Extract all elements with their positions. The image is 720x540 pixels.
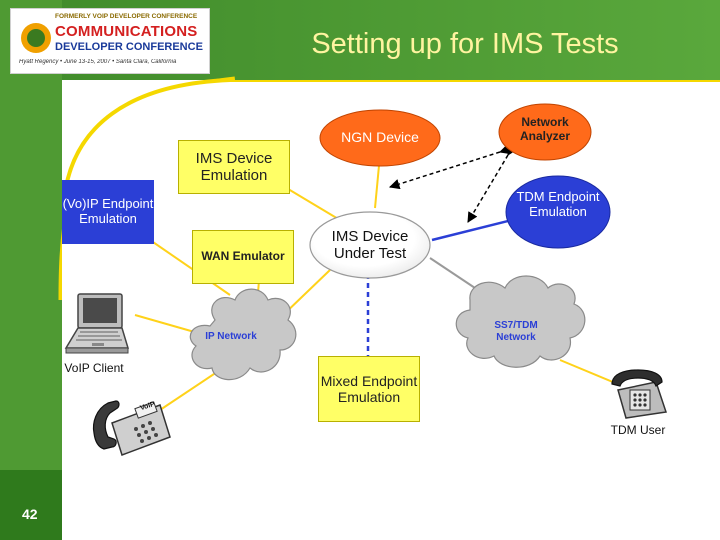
voip-endpoint-emulation-label: (Vo)IP Endpoint Emulation	[62, 196, 154, 226]
ims-device-emulation-box[interactable]: IMS Device Emulation	[178, 140, 290, 194]
ims-device-under-test-shape	[309, 211, 431, 279]
link-voip-emu-wan	[149, 239, 231, 296]
laptop-icon[interactable]	[62, 292, 132, 356]
voip-phone-icon[interactable]	[90, 393, 172, 459]
accent-curve-green	[62, 78, 231, 201]
logo-line1: COMMUNICATIONS	[55, 23, 198, 40]
ngn-device-label[interactable]: NGN Device	[341, 129, 419, 145]
tdm-endpoint-emulation-label[interactable]: TDM Endpoint Emulation	[516, 189, 600, 219]
analyzer-arrow-1	[388, 144, 511, 190]
tdm-user-label: TDM User	[610, 423, 666, 437]
page-number: 42	[22, 506, 38, 522]
link-ss7-tdm-user	[559, 359, 621, 386]
logo-line2: DEVELOPER CONFERENCE	[55, 41, 203, 53]
ss7-tdm-network-label: SS7/TDM Network	[494, 320, 538, 343]
footer-bar	[0, 470, 62, 540]
left-bar	[0, 0, 62, 540]
wan-emulator-label: WAN Emulator	[201, 249, 285, 264]
ip-network-cloud	[189, 288, 297, 381]
mixed-endpoint-emulation-box[interactable]: Mixed Endpoint Emulation	[318, 356, 420, 422]
ip-network-label: IP Network	[205, 331, 257, 342]
logo-top-line: FORMERLY VOIP DEVELOPER CONFERENCE	[55, 13, 198, 20]
voip-client-label: VoIP Client	[64, 361, 124, 375]
wan-emulator-box[interactable]: WAN Emulator	[192, 230, 294, 284]
tdm-endpoint-emulation-shape	[505, 175, 611, 249]
ims-device-emulation-label: IMS Device Emulation	[195, 149, 273, 184]
link-phone-ip	[159, 369, 221, 411]
network-analyzer-shape	[498, 103, 592, 161]
ss7-network-cloud	[455, 275, 586, 368]
ims-device-under-test-label[interactable]: IMS Device Under Test	[331, 228, 409, 263]
network-analyzer-label[interactable]: Network Analyzer	[519, 115, 571, 143]
logo-mark-icon	[21, 23, 51, 53]
slide-title: Setting up for IMS Tests	[311, 28, 619, 60]
ngn-device-shape	[319, 109, 441, 167]
link-hub-tdm	[431, 218, 513, 242]
logo-tagline: Hyatt Regency • June 13-15, 2007 • Santa…	[19, 59, 177, 65]
mixed-endpoint-emulation-label: Mixed Endpoint Emulation	[320, 372, 418, 405]
tdm-phone-icon[interactable]	[608, 368, 668, 420]
analyzer-arrow-2	[467, 144, 518, 223]
voip-endpoint-emulation-box[interactable]: (Vo)IP Endpoint Emulation	[62, 180, 154, 244]
conference-logo[interactable]: FORMERLY VOIP DEVELOPER CONFERENCE COMMU…	[10, 8, 210, 74]
